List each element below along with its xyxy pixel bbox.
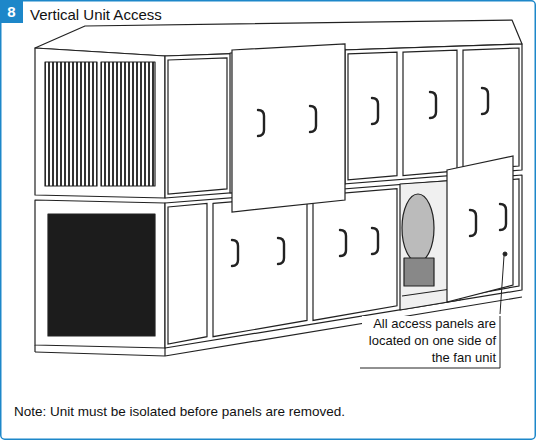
callout-number: 8 — [7, 3, 15, 20]
handle — [232, 240, 238, 266]
handle — [310, 106, 316, 132]
side-panel — [168, 58, 227, 194]
handle — [430, 92, 436, 118]
callout-label: All access panels are located on one sid… — [362, 316, 496, 367]
base-leg — [164, 348, 165, 356]
front-upper — [35, 48, 165, 198]
side-panel — [403, 50, 457, 175]
fan-motor — [404, 258, 434, 286]
side-panel — [463, 48, 519, 171]
figure-number-box: 8 — [0, 0, 23, 23]
handle — [278, 238, 284, 264]
base-leg — [34, 345, 35, 352]
handle — [372, 98, 378, 124]
side-panel — [168, 203, 207, 344]
handle — [258, 110, 264, 136]
intake-grille — [48, 214, 155, 336]
handle — [482, 88, 488, 114]
leader-line — [500, 256, 504, 314]
handle — [500, 204, 506, 230]
callout-leader — [360, 252, 507, 368]
coil-fins — [101, 62, 155, 186]
panel-handles — [232, 88, 506, 266]
removed-panel — [447, 156, 513, 302]
figure-title: Vertical Unit Access — [30, 6, 162, 23]
callout-bracket — [360, 316, 500, 368]
note-text: Note: Unit must be isolated before panel… — [14, 404, 522, 419]
access-panels — [168, 44, 519, 344]
front-lower — [35, 200, 165, 348]
side-panel — [348, 52, 397, 180]
side-panel — [213, 196, 307, 337]
air-handling-unit — [35, 20, 522, 356]
handle — [372, 228, 378, 254]
side-panel — [313, 189, 397, 321]
leader-dot — [503, 252, 507, 256]
handle — [340, 230, 346, 256]
fan-wheel — [402, 194, 434, 262]
coil-fins — [45, 62, 97, 186]
removed-panel — [232, 44, 345, 212]
handle — [470, 210, 476, 236]
